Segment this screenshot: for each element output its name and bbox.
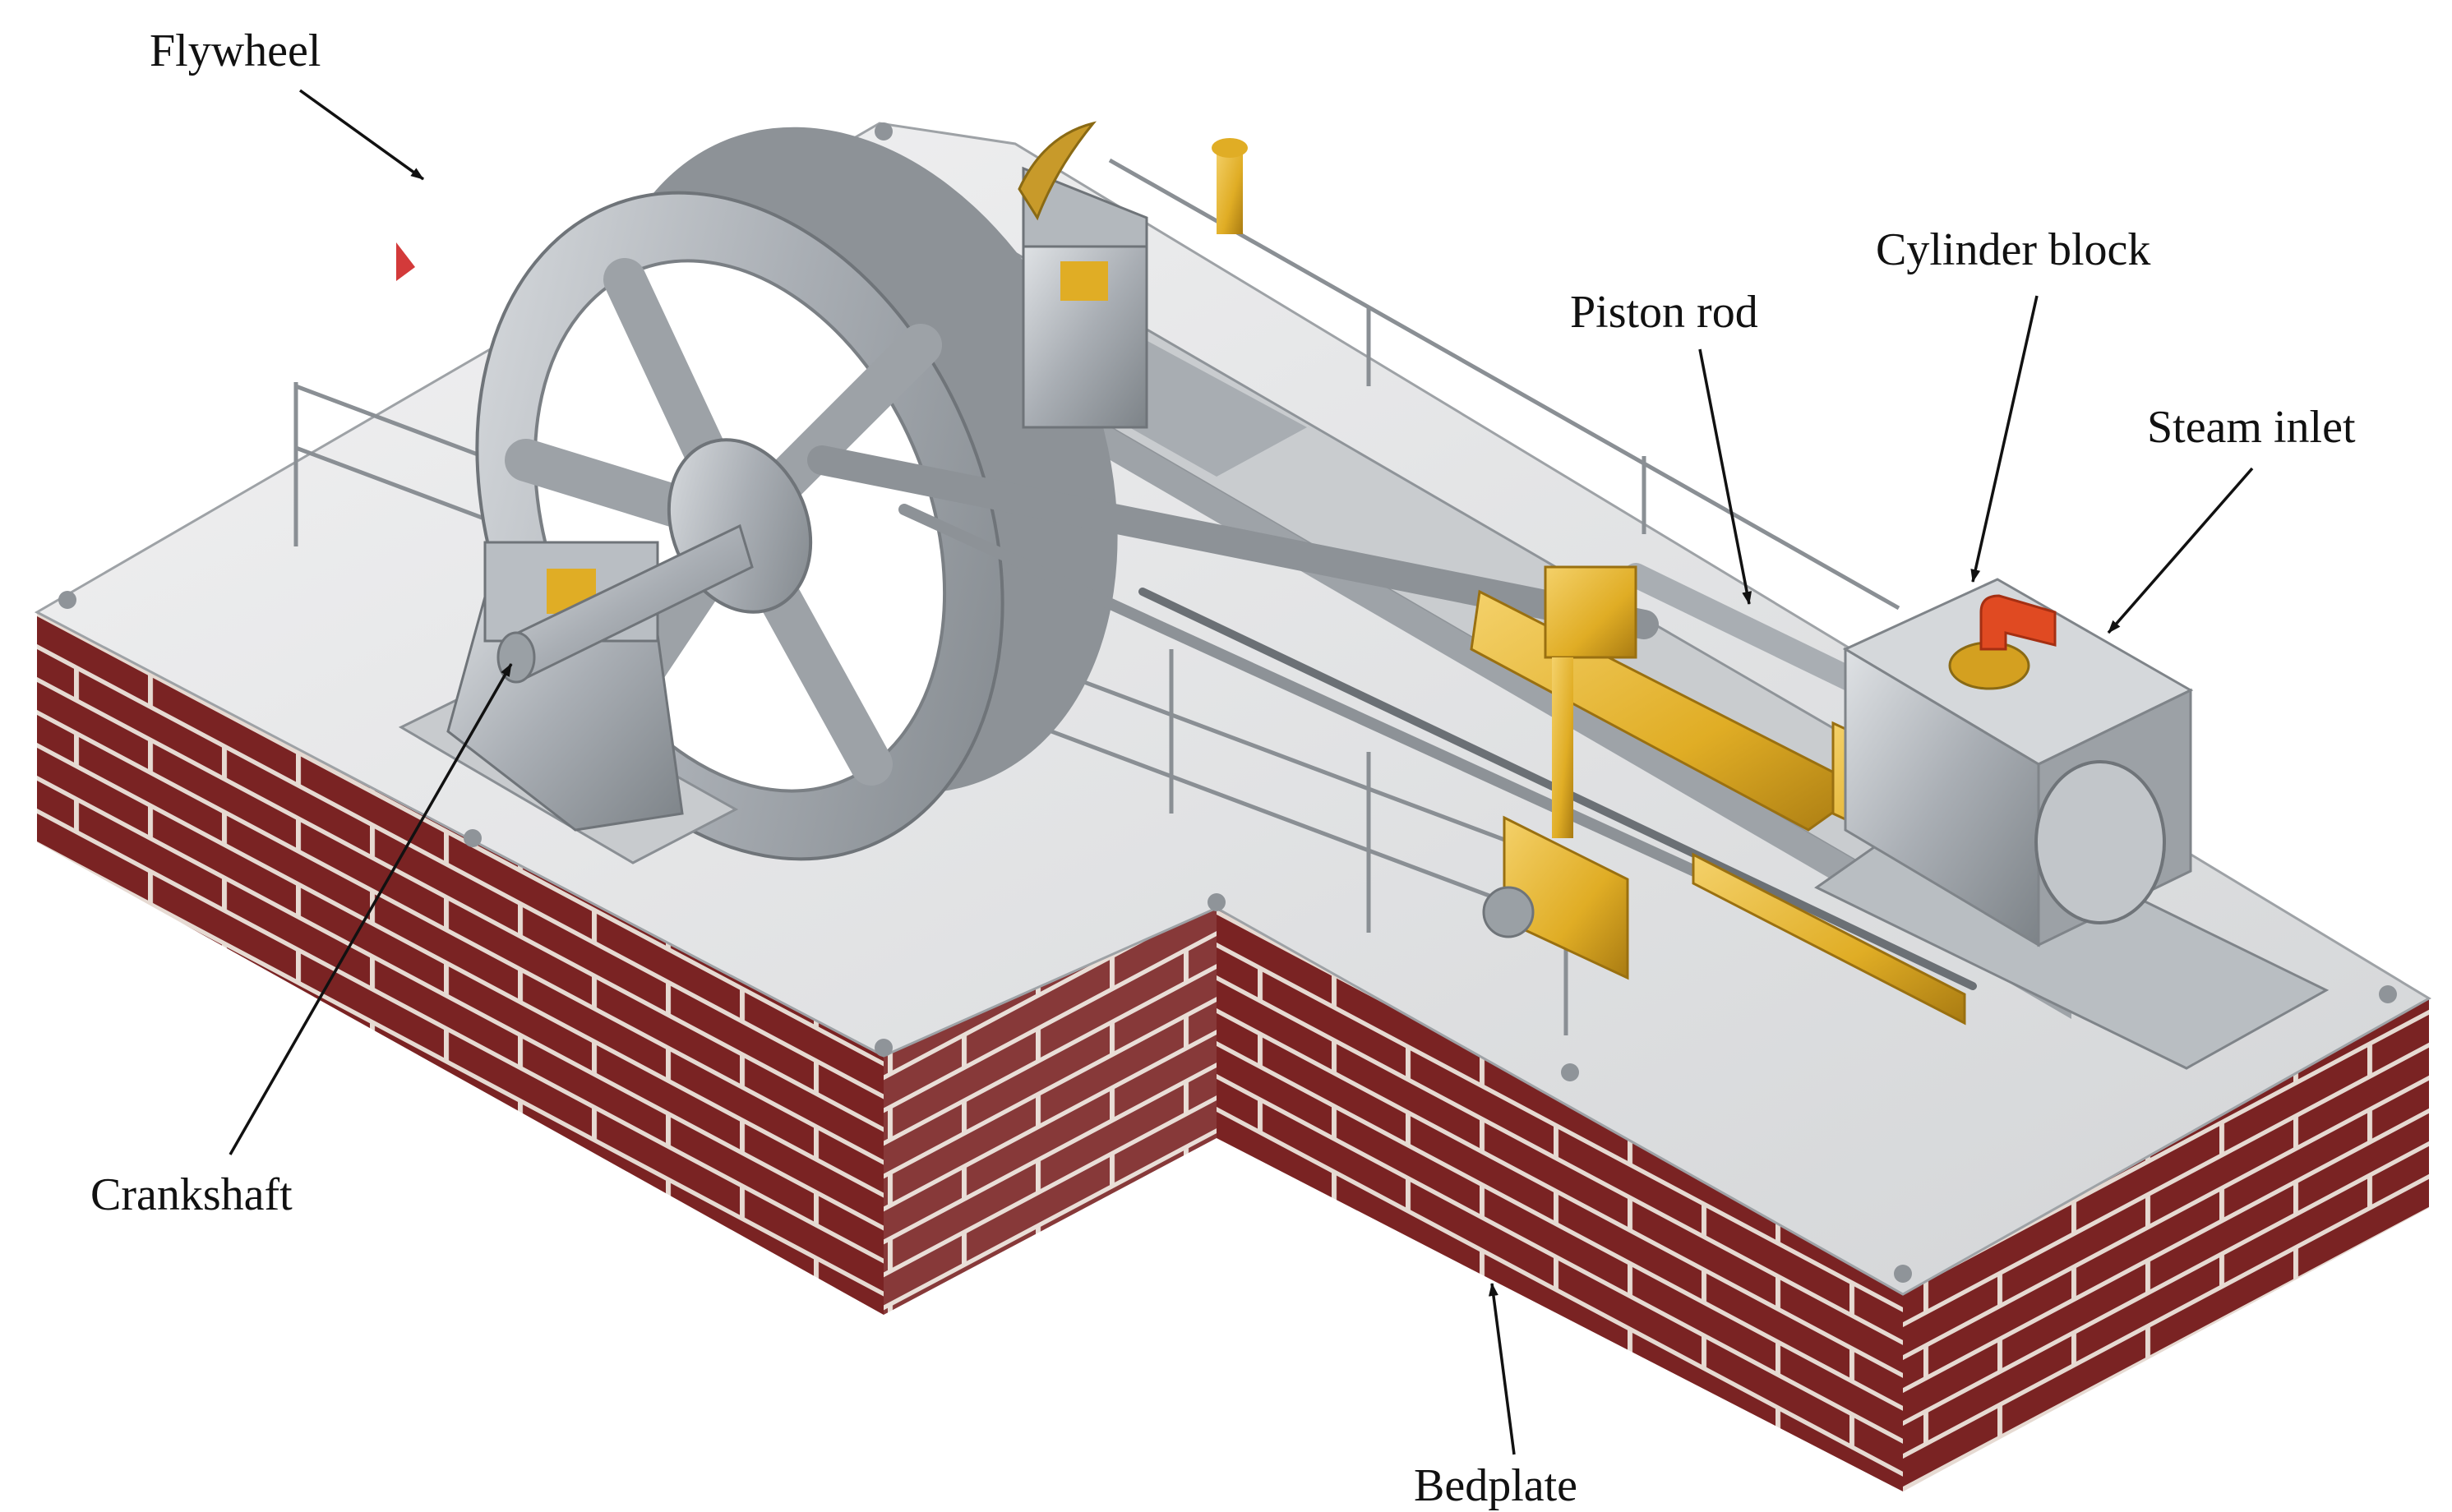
governor-fan xyxy=(1018,121,1097,221)
leader-crankshaft xyxy=(229,663,513,1155)
leader-cylinder-block xyxy=(1970,295,2039,583)
bolt xyxy=(464,829,482,847)
bolt xyxy=(58,591,76,609)
bolt xyxy=(1561,1063,1579,1081)
label-cylinder-block: Cylinder block xyxy=(1876,224,2150,275)
callout-leaders xyxy=(229,89,2254,1455)
bolt xyxy=(875,1039,893,1057)
brick-wall-left xyxy=(37,612,884,1315)
label-piston-rod: Piston rod xyxy=(1570,287,1758,338)
crosshead xyxy=(1544,565,1637,659)
cylinder-block xyxy=(1814,578,2330,1070)
bolt xyxy=(875,122,893,141)
rear-bearing xyxy=(1022,166,1148,429)
connecting-rod xyxy=(807,445,1659,639)
brick-wall-front xyxy=(1217,908,1903,1491)
cylinder-cover xyxy=(2034,760,2166,924)
pulley xyxy=(1482,886,1535,938)
governor-column xyxy=(1552,657,1573,838)
steam-inlet-pipe xyxy=(1979,594,2057,651)
leader-bedplate xyxy=(1488,1283,1516,1455)
valve-chest-base xyxy=(1503,815,1629,980)
label-bedplate: Bedplate xyxy=(1414,1460,1577,1511)
lubricator xyxy=(1212,138,1248,234)
brick-wall-notch xyxy=(884,908,1217,1315)
label-steam-inlet: Steam inlet xyxy=(2147,402,2356,453)
label-crankshaft: Crankshaft xyxy=(90,1169,293,1220)
leader-piston-rod xyxy=(1698,348,1752,605)
bolt xyxy=(1208,893,1226,911)
valve-pipe xyxy=(1692,852,1966,1026)
leader-steam-inlet xyxy=(2107,467,2254,634)
bolt xyxy=(2379,985,2397,1003)
bolt xyxy=(1894,1265,1912,1283)
flywheel-marker xyxy=(396,242,415,281)
label-flywheel: Flywheel xyxy=(150,25,321,76)
brick-wall-right xyxy=(1903,998,2429,1491)
leader-flywheel xyxy=(298,89,425,181)
crankshaft-assembly xyxy=(398,523,754,864)
